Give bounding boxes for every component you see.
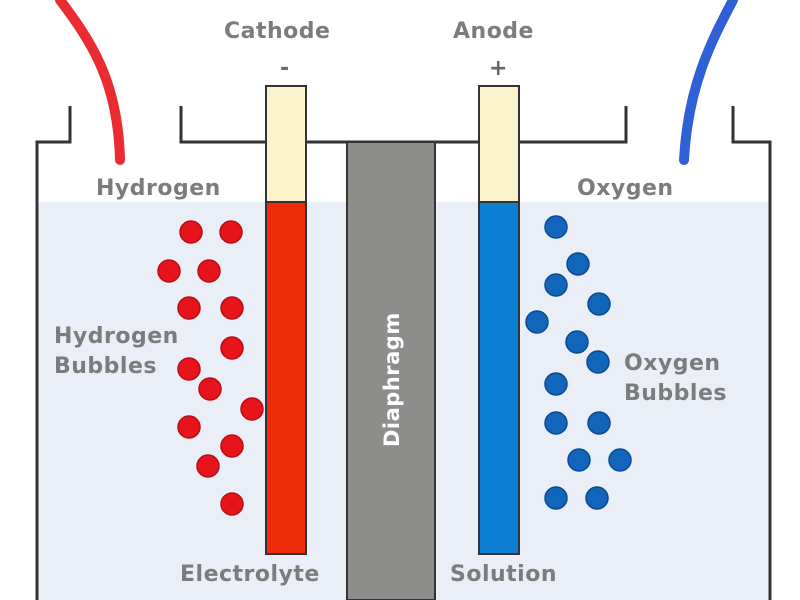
hydrogen-bubble bbox=[220, 336, 244, 360]
anode-electrode-cap bbox=[478, 85, 520, 203]
tank-wall bbox=[35, 106, 772, 600]
hydrogen-bubbles-label: Hydrogen Bubbles bbox=[54, 324, 179, 379]
hydrogen-bubble bbox=[219, 220, 243, 244]
diaphragm-label: Diaphragm bbox=[380, 312, 404, 447]
oxygen-bubble bbox=[567, 448, 591, 472]
hydrogen-gas-stream bbox=[55, 0, 125, 165]
oxygen-bubble bbox=[544, 215, 568, 239]
oxygen-bubble bbox=[544, 273, 568, 297]
diaphragm bbox=[346, 141, 436, 600]
oxygen-bubble bbox=[586, 350, 610, 374]
hydrogen-bubble bbox=[177, 415, 201, 439]
oxygen-gas-stream bbox=[679, 0, 738, 165]
oxygen-bubble bbox=[566, 252, 590, 276]
cathode-electrode bbox=[265, 201, 307, 555]
anode-electrode bbox=[478, 201, 520, 555]
oxygen-bubbles-label: Oxygen Bubbles bbox=[624, 351, 727, 406]
oxygen-bubble bbox=[565, 330, 589, 354]
hydrogen-bubble bbox=[157, 259, 181, 283]
hydrogen-bubble bbox=[220, 296, 244, 320]
oxygen-bubble bbox=[587, 411, 611, 435]
hydrogen-bubble bbox=[197, 259, 221, 283]
hydrogen-bubble bbox=[177, 296, 201, 320]
oxygen-bubble bbox=[544, 372, 568, 396]
cathode-sign: - bbox=[280, 56, 290, 81]
anode-sign: + bbox=[489, 56, 508, 81]
oxygen-bubble bbox=[585, 486, 609, 510]
hydrogen-bubble bbox=[196, 454, 220, 478]
hydrogen-bubble bbox=[220, 492, 244, 516]
oxygen-bubble bbox=[544, 411, 568, 435]
anode-label: Anode bbox=[453, 19, 534, 44]
hydrogen-bubble bbox=[240, 397, 264, 421]
oxygen-bubble bbox=[587, 292, 611, 316]
hydrogen-bubble bbox=[177, 357, 201, 381]
hydrogen-bubble bbox=[179, 220, 203, 244]
hydrogen-bubble bbox=[220, 434, 244, 458]
tank-lid bbox=[179, 106, 628, 144]
hydrogen-label: Hydrogen bbox=[96, 176, 221, 201]
oxygen-bubble bbox=[525, 310, 549, 334]
oxygen-bubble bbox=[608, 448, 632, 472]
hydrogen-bubble bbox=[198, 377, 222, 401]
oxygen-bubble bbox=[544, 486, 568, 510]
electrolyte-label: Electrolyte bbox=[180, 562, 320, 587]
hydrogen-bubbles bbox=[157, 220, 264, 516]
oxygen-bubbles bbox=[525, 215, 632, 510]
cathode-electrode-cap bbox=[265, 85, 307, 203]
cathode-label: Cathode bbox=[224, 19, 331, 44]
oxygen-label: Oxygen bbox=[577, 176, 674, 201]
solution-label: Solution bbox=[450, 562, 557, 587]
